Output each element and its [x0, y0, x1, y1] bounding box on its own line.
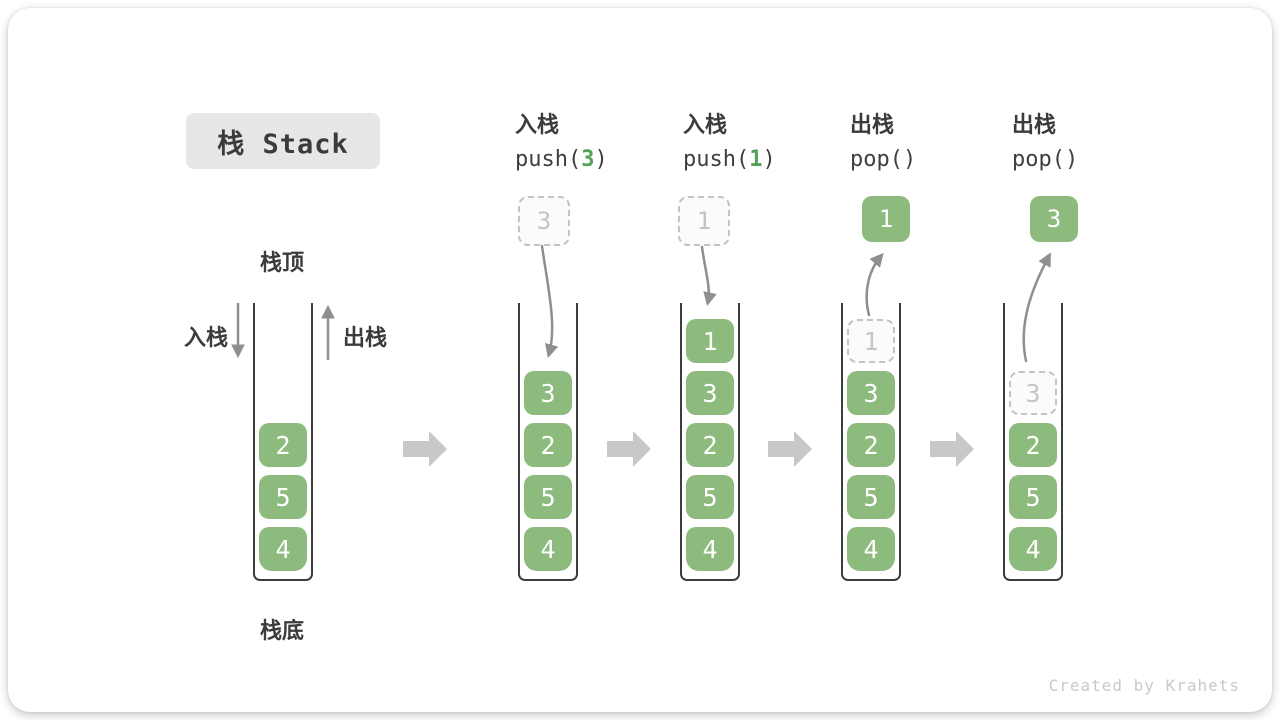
stack-cell: 5 — [1009, 475, 1057, 519]
op-code: pop() — [1012, 147, 1079, 172]
push-value-ghost-box: 3 — [518, 196, 570, 246]
stack-cell: 2 — [259, 423, 307, 467]
stack-initial: 2 5 4 — [253, 303, 313, 581]
op-code: pop() — [850, 147, 917, 172]
stack-cell: 5 — [686, 475, 734, 519]
stack-after-push-1: 1 3 2 5 4 — [680, 303, 740, 581]
stack-cell: 4 — [847, 527, 895, 571]
push-side-label: 入栈 — [183, 325, 228, 350]
stack-cell-ghost: 3 — [1009, 371, 1057, 415]
op-header-push-3: 入栈 push(3) — [515, 108, 685, 178]
step-arrow-icon — [607, 431, 651, 467]
stack-cell: 4 — [524, 527, 572, 571]
stack-cell: 4 — [686, 527, 734, 571]
op-header-push-1: 入栈 push(1) — [683, 108, 853, 178]
op-label-cn: 入栈 — [683, 112, 728, 137]
stack-cell: 2 — [686, 423, 734, 467]
diagram-card: 栈 Stack 入栈 push(3) 入栈 push(1) 出栈 pop() 出… — [8, 8, 1272, 712]
title-label: 栈 Stack — [217, 128, 349, 160]
stack-cell: 5 — [259, 475, 307, 519]
stack-cell: 4 — [1009, 527, 1057, 571]
stack-cell: 5 — [524, 475, 572, 519]
watermark: Created by Krahets — [1048, 676, 1240, 695]
stack-cell: 3 — [847, 371, 895, 415]
op-code: push(1) — [683, 147, 776, 172]
stack-cell: 3 — [686, 371, 734, 415]
step-arrow-icon — [930, 431, 974, 467]
op-code: push(3) — [515, 147, 608, 172]
op-arg: 3 — [581, 147, 595, 172]
stack-bottom-label: 栈底 — [259, 618, 304, 643]
stack-cell-ghost: 1 — [847, 319, 895, 363]
stack-cell: 1 — [686, 319, 734, 363]
stack-cell: 2 — [847, 423, 895, 467]
stack-cell: 4 — [259, 527, 307, 571]
stack-after-pop-1: 1 3 2 5 4 — [841, 303, 901, 581]
stack-after-push-3: 3 2 5 4 — [518, 303, 578, 581]
push-value-ghost-box: 1 — [678, 196, 730, 246]
title-box: 栈 Stack — [186, 113, 380, 169]
op-header-pop-1: 出栈 pop() — [850, 108, 1020, 178]
popped-value-box: 3 — [1030, 196, 1078, 242]
op-label-cn: 出栈 — [850, 112, 895, 137]
step-arrow-icon — [768, 431, 812, 467]
stack-cell: 2 — [1009, 423, 1057, 467]
stack-cell: 3 — [524, 371, 572, 415]
stack-cell: 2 — [524, 423, 572, 467]
stack-cell: 5 — [847, 475, 895, 519]
op-label-cn: 出栈 — [1012, 112, 1057, 137]
op-header-pop-2: 出栈 pop() — [1012, 108, 1182, 178]
stack-top-label: 栈顶 — [259, 250, 304, 275]
op-label-cn: 入栈 — [515, 112, 560, 137]
pop-side-label: 出栈 — [343, 325, 388, 350]
op-arg: 1 — [749, 147, 763, 172]
push-arrow-icon — [700, 245, 717, 307]
popped-value-box: 1 — [862, 196, 910, 242]
stack-after-pop-3: 3 2 5 4 — [1003, 303, 1063, 581]
step-arrow-icon — [403, 431, 447, 467]
